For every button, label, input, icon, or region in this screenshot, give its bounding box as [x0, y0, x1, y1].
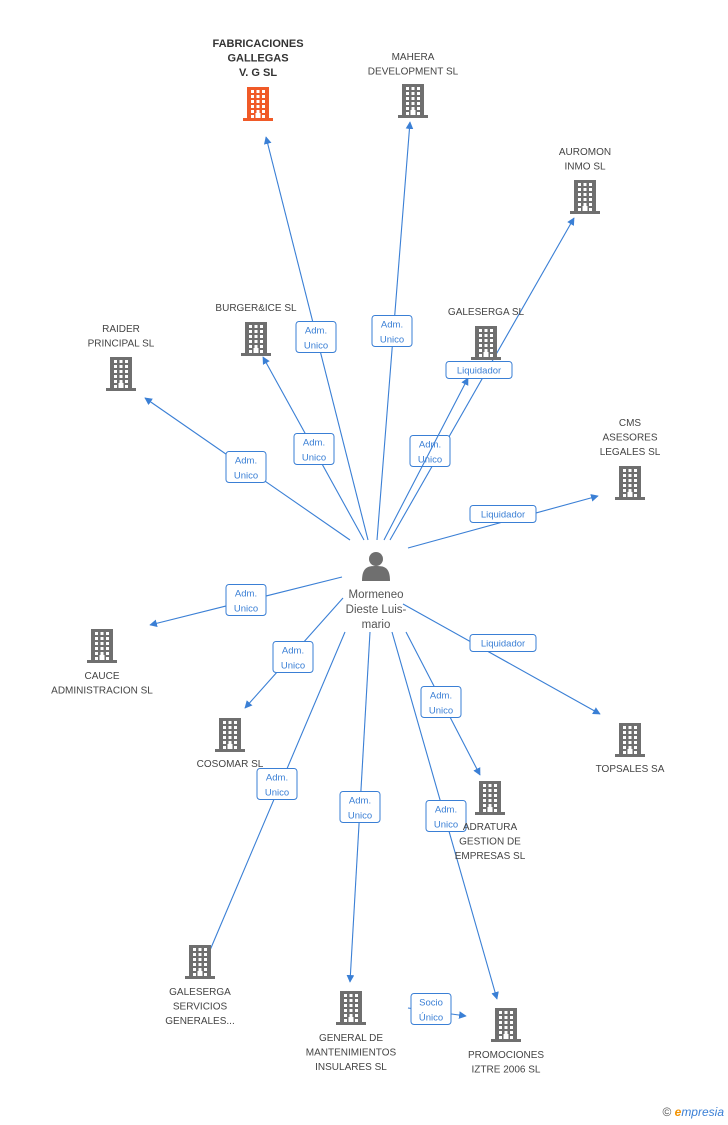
edge-label-text: Unico	[348, 811, 372, 822]
node-label-general[interactable]: INSULARES SL	[315, 1062, 387, 1073]
building-icon-cosomar[interactable]	[215, 718, 245, 752]
edge-label-text: Unico	[234, 471, 258, 482]
node-label-adratura[interactable]: GESTION DE	[459, 837, 521, 848]
building-icon-adratura[interactable]	[475, 781, 505, 815]
building-icon-fabricaciones[interactable]	[243, 87, 273, 121]
edge-label-text: Adm.	[235, 456, 257, 467]
edge-center-galeserga	[383, 377, 469, 541]
building-icon-topsales[interactable]	[615, 723, 645, 757]
building-icon-auromon[interactable]	[570, 180, 600, 214]
node-label-auromon[interactable]: INMO SL	[564, 162, 606, 173]
edge-label-text: Único	[419, 1013, 443, 1024]
node-label-galeserga_serv[interactable]: GALESERGA	[169, 987, 231, 998]
edge-label-text: Adm.	[303, 438, 325, 449]
edge-label-12[interactable]: Adm. Unico	[339, 791, 381, 823]
node-label-galeserga[interactable]: GALESERGA SL	[448, 307, 525, 318]
edge-label-text: Unico	[281, 661, 305, 672]
node-label-raider[interactable]: PRINCIPAL SL	[88, 339, 155, 350]
edge-center-topsales	[402, 603, 601, 715]
center-person-label[interactable]: Dieste Luis-	[346, 604, 407, 616]
edge-label-text: Adm.	[419, 440, 441, 451]
edge-label-text: Adm.	[435, 805, 457, 816]
edge-label-text: Liquidador	[481, 639, 525, 650]
brand-logo: © empresia	[662, 1105, 724, 1119]
building-icon-mahera[interactable]	[398, 84, 428, 118]
building-icon-cauce[interactable]	[87, 629, 117, 663]
edge-label-text: Unico	[418, 455, 442, 466]
edge-label-1[interactable]: Adm. Unico	[371, 315, 413, 347]
node-label-cms[interactable]: ASESORES	[602, 433, 657, 444]
edge-label-11[interactable]: Adm. Unico	[256, 768, 298, 800]
building-icon-burger[interactable]	[241, 322, 271, 356]
edge-label-text: Adm.	[266, 773, 288, 784]
node-label-cms[interactable]: CMS	[619, 418, 642, 429]
building-icon-cms[interactable]	[615, 466, 645, 500]
edge-label-text: Adm.	[430, 691, 452, 702]
edge-label-4[interactable]: Liquidador	[445, 361, 513, 379]
node-label-promociones[interactable]: IZTRE 2006 SL	[472, 1065, 541, 1076]
edge-label-text: Adm.	[305, 326, 327, 337]
node-label-cms[interactable]: LEGALES SL	[600, 447, 661, 458]
node-label-auromon[interactable]: AUROMON	[559, 147, 611, 158]
node-label-adratura[interactable]: EMPRESAS SL	[455, 851, 526, 862]
edge-label-text: Adm.	[381, 320, 403, 331]
edge-label-6[interactable]: Liquidador	[469, 505, 537, 523]
copyright-icon: ©	[662, 1105, 672, 1119]
node-label-fabricaciones[interactable]: GALLEGAS	[227, 53, 288, 65]
edge-label-text: Unico	[302, 453, 326, 464]
edge-label-text: Adm.	[282, 646, 304, 657]
node-label-cauce[interactable]: CAUCE	[84, 671, 119, 682]
edge-label-7[interactable]: Adm. Unico	[225, 584, 267, 616]
edge-label-text: Unico	[380, 335, 404, 346]
building-icon-raider[interactable]	[106, 357, 136, 391]
node-label-fabricaciones[interactable]: V. G SL	[239, 67, 277, 79]
person-icon[interactable]	[362, 552, 390, 581]
node-label-raider[interactable]: RAIDER	[102, 324, 140, 335]
node-label-adratura[interactable]: ADRATURA	[463, 822, 518, 833]
node-label-mahera[interactable]: MAHERA	[392, 52, 435, 63]
edge-label-text: Unico	[429, 706, 453, 717]
edge-label-text: Unico	[434, 820, 458, 831]
node-label-topsales[interactable]: TOPSALES SA	[596, 764, 665, 775]
edge-label-text: Unico	[265, 788, 289, 799]
edge-label-0[interactable]: Adm. Unico	[295, 321, 337, 353]
center-person-label[interactable]: Mormeneo	[349, 589, 404, 601]
building-icon-promociones[interactable]	[491, 1008, 521, 1042]
edge-label-9[interactable]: Liquidador	[469, 634, 537, 652]
edge-label-5[interactable]: Adm. Unico	[225, 451, 267, 483]
edge-label-text: Unico	[234, 604, 258, 615]
edge-label-text: Liquidador	[481, 510, 525, 521]
building-icon-galeserga_serv[interactable]	[185, 945, 215, 979]
node-label-galeserga_serv[interactable]: GENERALES...	[165, 1016, 234, 1027]
edge-label-text: Liquidador	[457, 366, 501, 377]
edge-label-3[interactable]: Adm. Unico	[293, 433, 335, 465]
building-icon-galeserga[interactable]	[471, 326, 501, 360]
edge-label-text: Adm.	[235, 589, 257, 600]
node-label-cosomar[interactable]: COSOMAR SL	[197, 759, 264, 770]
node-label-general[interactable]: MANTENIMIENTOS	[306, 1048, 397, 1059]
edge-label-text: Adm.	[349, 796, 371, 807]
edge-label-text: Socio	[419, 998, 443, 1009]
node-label-cauce[interactable]: ADMINISTRACION SL	[51, 686, 153, 697]
edge-label-13[interactable]: Adm. Unico	[425, 800, 467, 832]
node-label-burger[interactable]: BURGER&ICE SL	[215, 303, 297, 314]
node-label-general[interactable]: GENERAL DE	[319, 1033, 383, 1044]
edge-label-8[interactable]: Adm. Unico	[272, 641, 314, 673]
center-person-label[interactable]: mario	[362, 619, 391, 631]
node-label-fabricaciones[interactable]: FABRICACIONES	[212, 38, 303, 50]
building-icon-general[interactable]	[336, 991, 366, 1025]
edge-label-text: Unico	[304, 341, 328, 352]
edge-label-10[interactable]: Adm. Unico	[420, 686, 462, 718]
node-label-galeserga_serv[interactable]: SERVICIOS	[173, 1002, 228, 1013]
node-label-promociones[interactable]: PROMOCIONES	[468, 1050, 544, 1061]
node-label-mahera[interactable]: DEVELOPMENT SL	[368, 67, 459, 78]
